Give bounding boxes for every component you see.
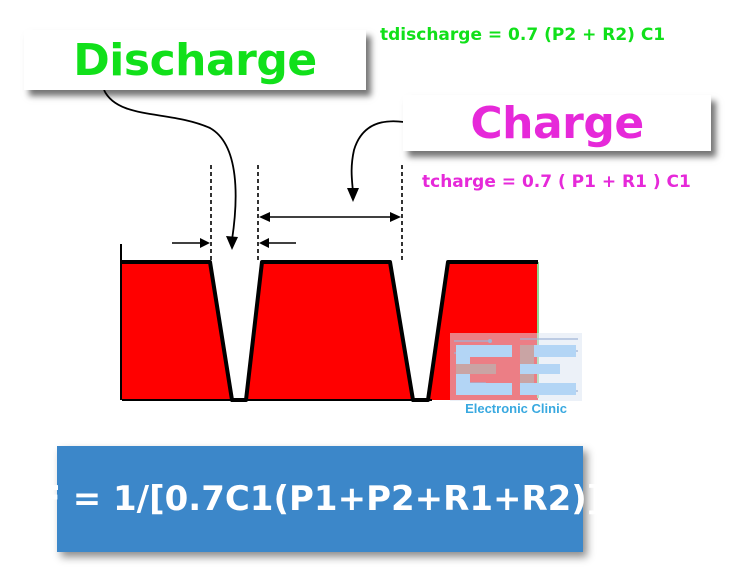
discharge-arrowhead-right [259,238,269,248]
logo-text: Electronic Clinic [465,401,567,416]
waveform-outline [122,260,538,402]
charge-arrowhead-right [390,212,401,222]
discharge-label-box: Discharge [24,30,366,90]
charge-arrowhead-left [259,212,270,222]
charge-pointer-arrowhead [347,188,359,202]
frequency-formula: F = 1/[0.7C1(P1+P2+R1+R2)] [37,479,603,519]
discharge-pointer-curve [103,89,237,241]
discharge-arrowhead-left [200,238,210,248]
discharge-time-formula: tdischarge = 0.7 (P2 + R2) C1 [380,25,666,45]
electronic-clinic-logo [450,333,582,401]
charge-pointer-curve [350,120,405,193]
frequency-formula-box: F = 1/[0.7C1(P1+P2+R1+R2)] [38,446,602,552]
charge-time-formula: tcharge = 0.7 ( P1 + R1 ) C1 [422,172,691,192]
discharge-pointer-arrowhead [226,236,238,250]
discharge-label: Discharge [73,34,317,86]
charge-label: Charge [470,97,644,149]
charge-label-box: Charge [403,95,711,151]
